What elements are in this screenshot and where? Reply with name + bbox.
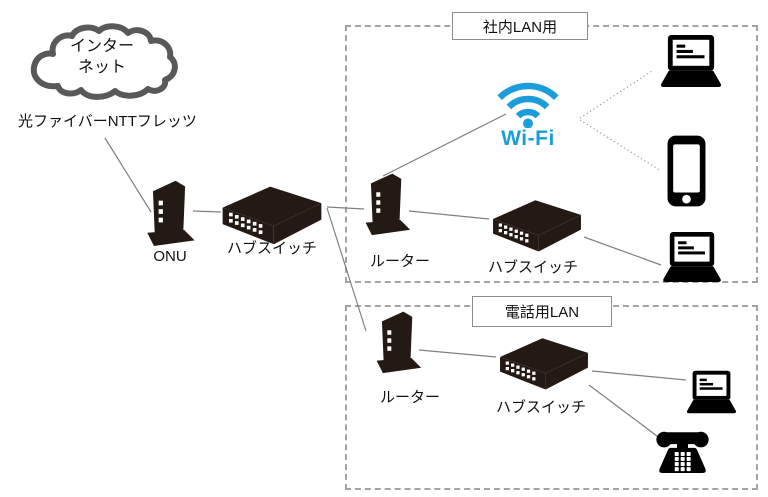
link-mainhub-phone-router [326, 207, 367, 332]
internet-cloud-label-line2: ネット [77, 59, 126, 76]
laptop-icon [663, 232, 721, 282]
internet-cloud-label: インター ネット [42, 36, 162, 78]
laptop-icon [660, 35, 722, 87]
internet-cloud-label-line1: インター [69, 38, 134, 55]
main-hub-switch-icon [222, 186, 322, 245]
office-hub-switch-icon [493, 200, 581, 252]
link-fiber-onu [104, 137, 152, 213]
office-lan-title-label: 社内LAN用 [482, 18, 558, 36]
fiber-line-label: 光ファイバーNTTフレッツ [18, 113, 197, 130]
link-office-hub-laptop [583, 236, 662, 266]
link-wifi-laptop [579, 70, 653, 119]
desk-phone-icon [656, 431, 709, 474]
phone-lan-title-label: 電話用LAN [504, 304, 580, 321]
phone-lan-router-label: ルーター [379, 389, 440, 406]
laptop-icon [686, 370, 737, 414]
wifi-label: Wi-Fi [501, 127, 555, 150]
link-phone-router-hub [418, 349, 497, 358]
phone-lan-hub-switch-label: ハブスイッチ [495, 399, 586, 416]
office-lan-title: 社内LAN用 [452, 12, 588, 40]
main-hub-switch-label: ハブスイッチ [226, 240, 317, 257]
office-hub-switch-label: ハブスイッチ [487, 259, 578, 276]
link-onu-mainhub [192, 210, 222, 213]
internet-cloud-icon [30, 23, 178, 100]
link-phone-hub-laptop [591, 370, 687, 381]
link-wifi-smartphone [579, 119, 662, 172]
office-router-icon [365, 173, 411, 236]
link-mainhub-office-router [326, 206, 365, 210]
wifi-icon [497, 82, 559, 128]
office-router-label: ルーター [369, 253, 430, 270]
phone-lan-router-icon [376, 311, 422, 374]
phone-lan-title: 電話用LAN [472, 296, 612, 327]
phone-lan-hub-switch-icon [500, 338, 588, 390]
link-router-office-hub [408, 210, 490, 220]
smartphone-icon [667, 135, 706, 207]
onu-label: ONU [153, 248, 187, 265]
link-router-wifi [382, 113, 507, 177]
link-phone-hub-telephone [588, 384, 662, 440]
onu-icon [147, 180, 195, 247]
